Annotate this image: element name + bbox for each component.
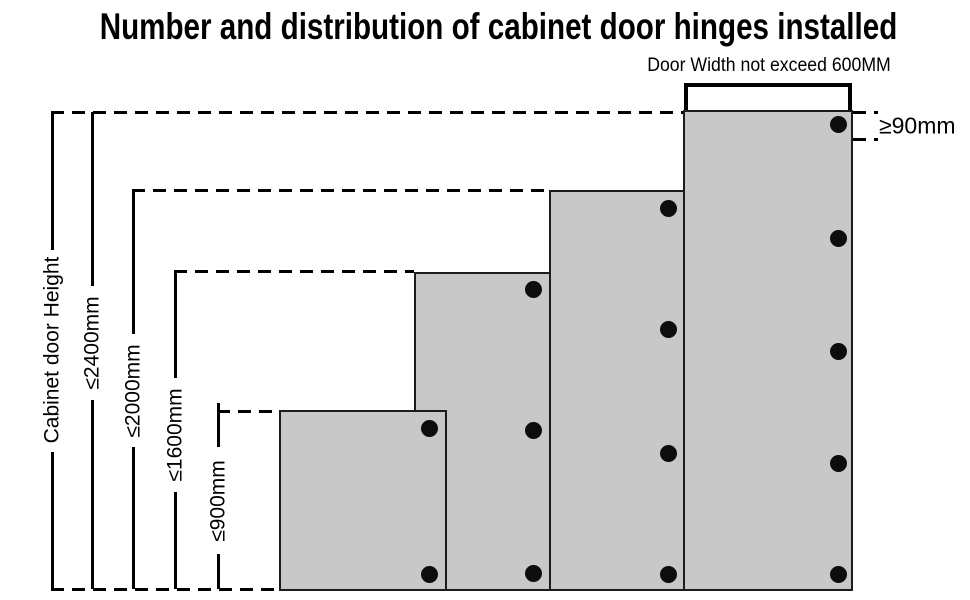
hinge-dot [659, 565, 677, 583]
hinge-dot [420, 419, 438, 437]
hinge-dot [659, 444, 677, 462]
door-width-label-text: Door Width not exceed 600MM [647, 55, 891, 76]
hinge-dot [659, 320, 677, 338]
hinge-dot [524, 280, 542, 298]
height-limit-label-900: ≤900mm [206, 460, 230, 542]
dimension-line-dim-1600 [173, 271, 177, 378]
dimension-line-dim-2400 [90, 400, 94, 589]
dimension-line-dim-900 [216, 554, 220, 589]
dimension-line-dim-1600 [173, 492, 177, 589]
door-width-label: Door Width not exceed 600MM [638, 55, 900, 77]
door-width-bracket-right-tick [848, 83, 852, 110]
door-width-bracket-bar [684, 83, 852, 87]
height-limit-label-1600: ≤1600mm [163, 388, 187, 482]
diagram-title-text: Number and distribution of cabinet door … [99, 6, 898, 47]
dashed-line-offset-guide-hinge [853, 137, 878, 141]
dashed-line-guide-baseline [51, 587, 279, 591]
hinge-dot [829, 115, 847, 133]
door-panel-2400 [683, 110, 853, 591]
hinge-dot [659, 199, 677, 217]
door-width-bracket-left-tick [684, 83, 688, 110]
hinge-dot [829, 454, 847, 472]
hinge-top-offset-label: ≥90mm [879, 112, 956, 139]
hinge-dot [829, 565, 847, 583]
dashed-line-guide-900 [217, 409, 279, 413]
dimension-line-dim-2400 [90, 112, 94, 286]
hinge-dot [524, 421, 542, 439]
hinge-dot [524, 564, 542, 582]
dimension-line-height-axis [50, 112, 54, 250]
dashed-line-guide-1600 [174, 269, 414, 273]
height-limit-label-2400: ≤2400mm [80, 296, 104, 390]
diagram-title: Number and distribution of cabinet door … [0, 6, 970, 48]
dashed-line-offset-guide-top [853, 110, 878, 114]
height-axis-label: Cabinet door Height [40, 256, 64, 444]
dashed-line-guide-2400 [51, 110, 683, 114]
dashed-line-guide-2000 [132, 188, 549, 192]
dimension-line-dim-2000 [131, 190, 135, 334]
door-panel-900 [279, 410, 447, 591]
dimension-line-dim-2000 [131, 447, 135, 589]
dimension-line-dim-900 [216, 403, 220, 447]
height-limit-label-2000: ≤2000mm [121, 344, 145, 438]
hinge-dot [829, 229, 847, 247]
hinge-dot [420, 565, 438, 583]
hinge-dot [829, 342, 847, 360]
dimension-line-height-axis [50, 452, 54, 589]
